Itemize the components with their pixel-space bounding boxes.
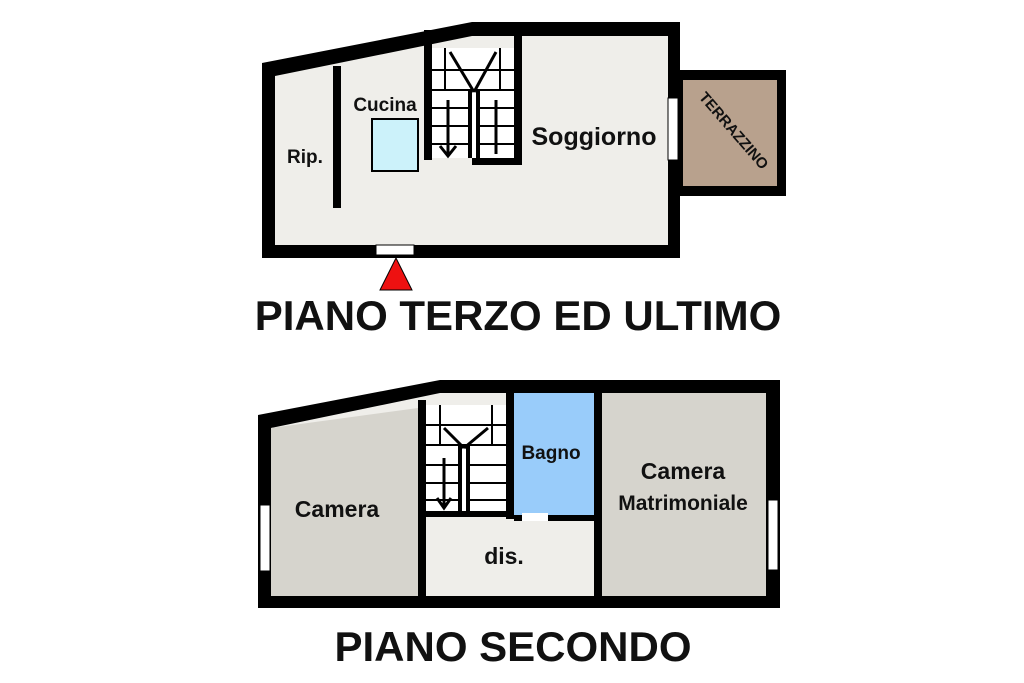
room-label-storage: Rip.	[287, 147, 323, 168]
lower-window-left	[259, 504, 271, 572]
terrace-floor	[683, 80, 777, 186]
bathroom-door	[522, 513, 548, 521]
hall-floor	[426, 521, 594, 596]
lower-floor: Camera Bagno Camera Matrimoniale dis.	[258, 380, 780, 608]
entrance-arrow-icon	[379, 256, 413, 291]
lower-stair-wall-right	[506, 393, 514, 519]
master-bedroom-floor	[602, 393, 766, 596]
upper-stair-wall-right	[514, 30, 522, 165]
room-label-living: Soggiorno	[532, 123, 657, 151]
bathroom-wall-bottom	[514, 515, 602, 521]
floor-title-lower: PIANO SECONDO	[334, 623, 691, 670]
bathroom-wall-right	[594, 393, 602, 596]
staircase-icon	[426, 405, 506, 511]
room-label-bedroom: Camera	[295, 496, 380, 522]
room-label-kitchen: Cucina	[353, 95, 417, 116]
upper-stair-wall-bottom	[472, 158, 522, 165]
lower-window-right	[767, 499, 779, 571]
room-label-master-line2: Matrimoniale	[618, 492, 748, 515]
staircase-icon	[432, 48, 514, 159]
kitchen-counter	[371, 118, 419, 172]
upper-entrance-door	[375, 244, 415, 256]
room-label-hall: dis.	[484, 543, 524, 569]
room-label-bathroom: Bagno	[521, 443, 580, 464]
lower-stair-wall-bottom	[426, 511, 514, 517]
upper-window-right	[667, 97, 679, 161]
bedroom-wall-right	[418, 400, 426, 596]
room-label-master-line1: Camera	[641, 458, 726, 484]
storage-partition-wall	[333, 66, 341, 208]
floor-title-upper: PIANO TERZO ED ULTIMO	[255, 292, 782, 339]
bathroom-floor	[514, 393, 594, 515]
bedroom-floor	[271, 408, 418, 596]
upper-stair-wall-left	[424, 30, 432, 160]
upper-floor: Rip. Cucina Soggiorno TERRAZZINO	[262, 22, 786, 291]
